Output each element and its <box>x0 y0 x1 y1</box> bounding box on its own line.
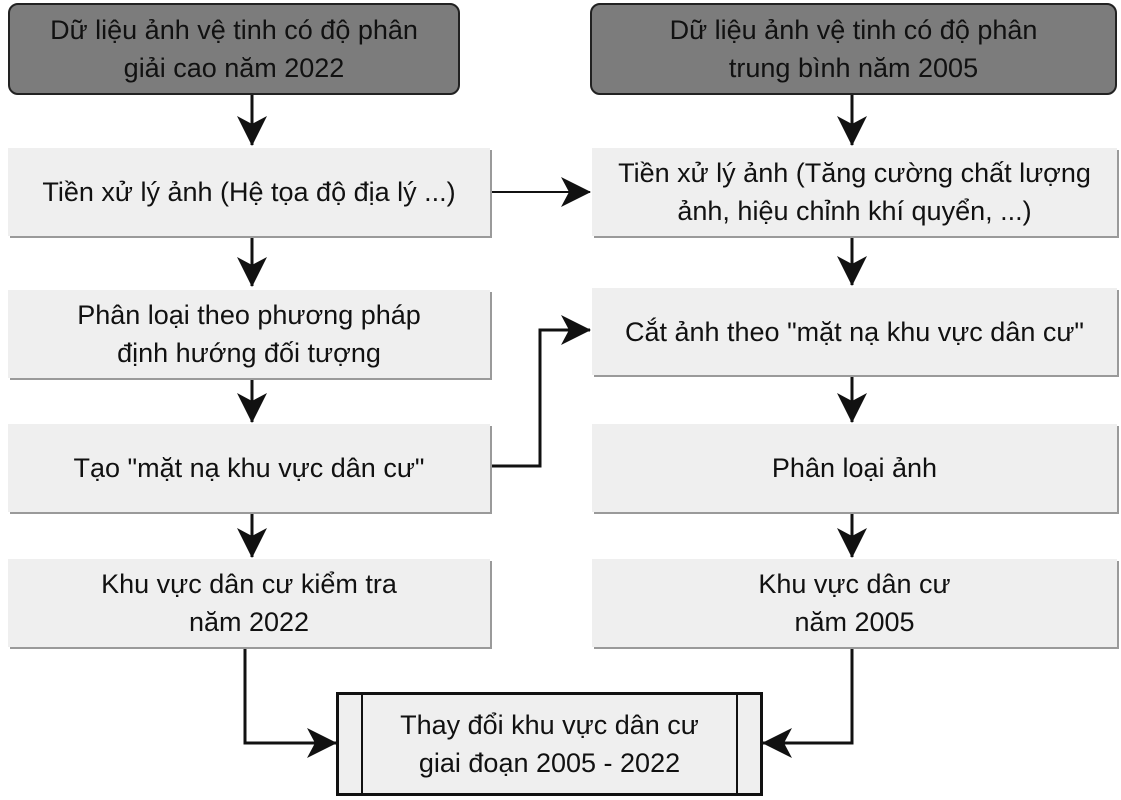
create-mask-box: Tạo "mặt nạ khu vực dân cư" <box>8 424 490 512</box>
result-2022-box: Khu vực dân cư kiểm tra năm 2022 <box>8 559 490 647</box>
classify-object-box: Phân loại theo phương pháp định hướng đố… <box>8 290 490 378</box>
arrow <box>762 649 854 758</box>
preprocess-left-box: Tiền xử lý ảnh (Hệ tọa độ địa lý ...) <box>8 148 490 236</box>
crop-box: Cắt ảnh theo "mặt nạ khu vực dân cư" <box>592 288 1117 375</box>
preprocess-right-box: Tiền xử lý ảnh (Tăng cường chất lượng ản… <box>592 148 1117 236</box>
result-2005-box: Khu vực dân cư năm 2005 <box>592 559 1117 647</box>
output-change-box: Thay đổi khu vực dân cư giai đoạn 2005 -… <box>336 692 763 796</box>
arrow <box>243 649 337 758</box>
source-2022-box: Dữ liệu ảnh vệ tinh có độ phân giải cao … <box>8 3 460 95</box>
classify-image-box: Phân loại ảnh <box>592 424 1117 512</box>
source-2005-box: Dữ liệu ảnh vệ tinh có độ phân trung bìn… <box>590 3 1117 95</box>
arrow <box>492 315 591 468</box>
